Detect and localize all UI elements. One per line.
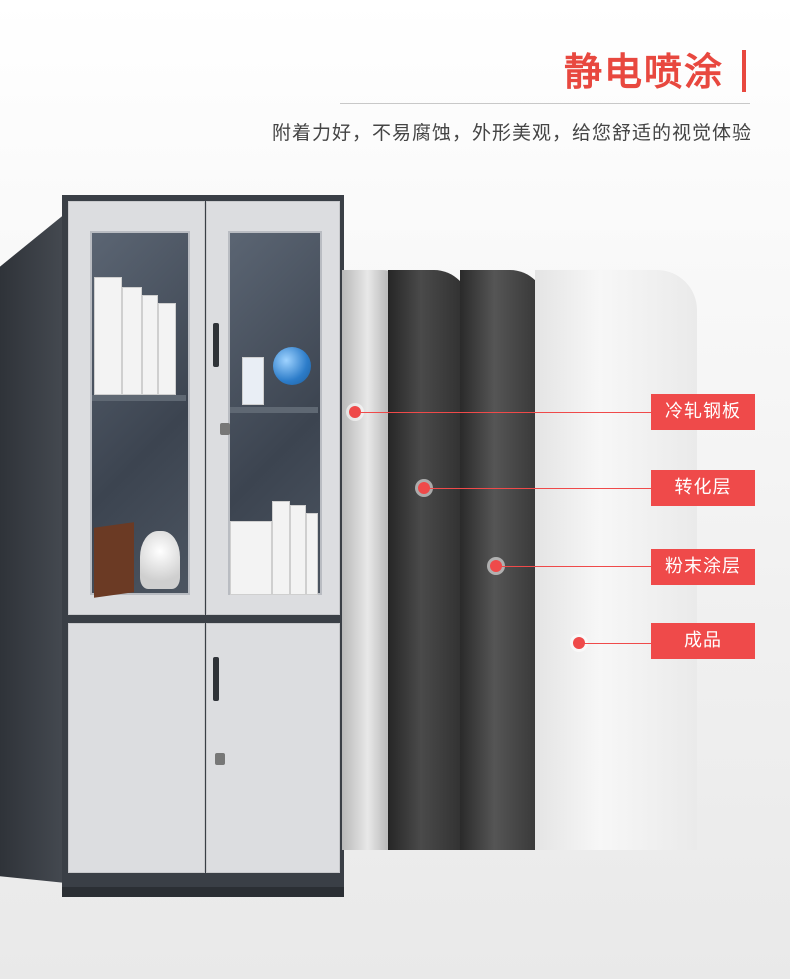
photo-frame bbox=[94, 522, 134, 598]
layer-label-finished: 成品 bbox=[651, 623, 755, 659]
book bbox=[158, 303, 176, 395]
cabinet-side-panel bbox=[0, 213, 66, 883]
book bbox=[142, 295, 158, 395]
book bbox=[94, 277, 122, 395]
callout-leader bbox=[360, 412, 652, 413]
callout-dot bbox=[349, 406, 361, 418]
layer-label-powder: 粉末涂层 bbox=[651, 549, 755, 585]
shelf bbox=[230, 407, 318, 413]
layer-label-conversion: 转化层 bbox=[651, 470, 755, 506]
title-accent-bar bbox=[742, 50, 746, 92]
upper-door-lock bbox=[220, 423, 230, 435]
cabinet-image bbox=[0, 195, 345, 897]
lower-right-door bbox=[206, 623, 340, 873]
conversion-layer bbox=[388, 270, 470, 850]
lower-left-door bbox=[68, 623, 205, 873]
book bbox=[230, 521, 272, 595]
shelf bbox=[92, 395, 186, 401]
page-title: 静电喷涂 bbox=[563, 50, 724, 94]
callout-leader bbox=[429, 488, 652, 489]
powder-coating-layer bbox=[460, 270, 546, 850]
title-divider bbox=[340, 103, 750, 104]
book bbox=[122, 287, 142, 395]
cabinet-plinth bbox=[62, 887, 344, 897]
globe-ornament bbox=[273, 347, 311, 385]
lower-door-lock bbox=[215, 753, 225, 765]
book bbox=[306, 513, 318, 595]
lighthouse-ornament bbox=[242, 357, 264, 405]
book bbox=[290, 505, 306, 595]
book bbox=[272, 501, 290, 595]
callout-dot bbox=[490, 560, 502, 572]
page-subtitle: 附着力好，不易腐蚀，外形美观，给您舒适的视觉体验 bbox=[271, 122, 752, 144]
callout-dot bbox=[418, 482, 430, 494]
lower-door-handle bbox=[213, 657, 219, 701]
layer-label-steel: 冷轧钢板 bbox=[651, 394, 755, 430]
callout-leader bbox=[584, 643, 652, 644]
callout-leader bbox=[501, 566, 652, 567]
upper-door-handle bbox=[213, 323, 219, 367]
statue-ornament bbox=[140, 531, 180, 589]
callout-dot bbox=[573, 637, 585, 649]
